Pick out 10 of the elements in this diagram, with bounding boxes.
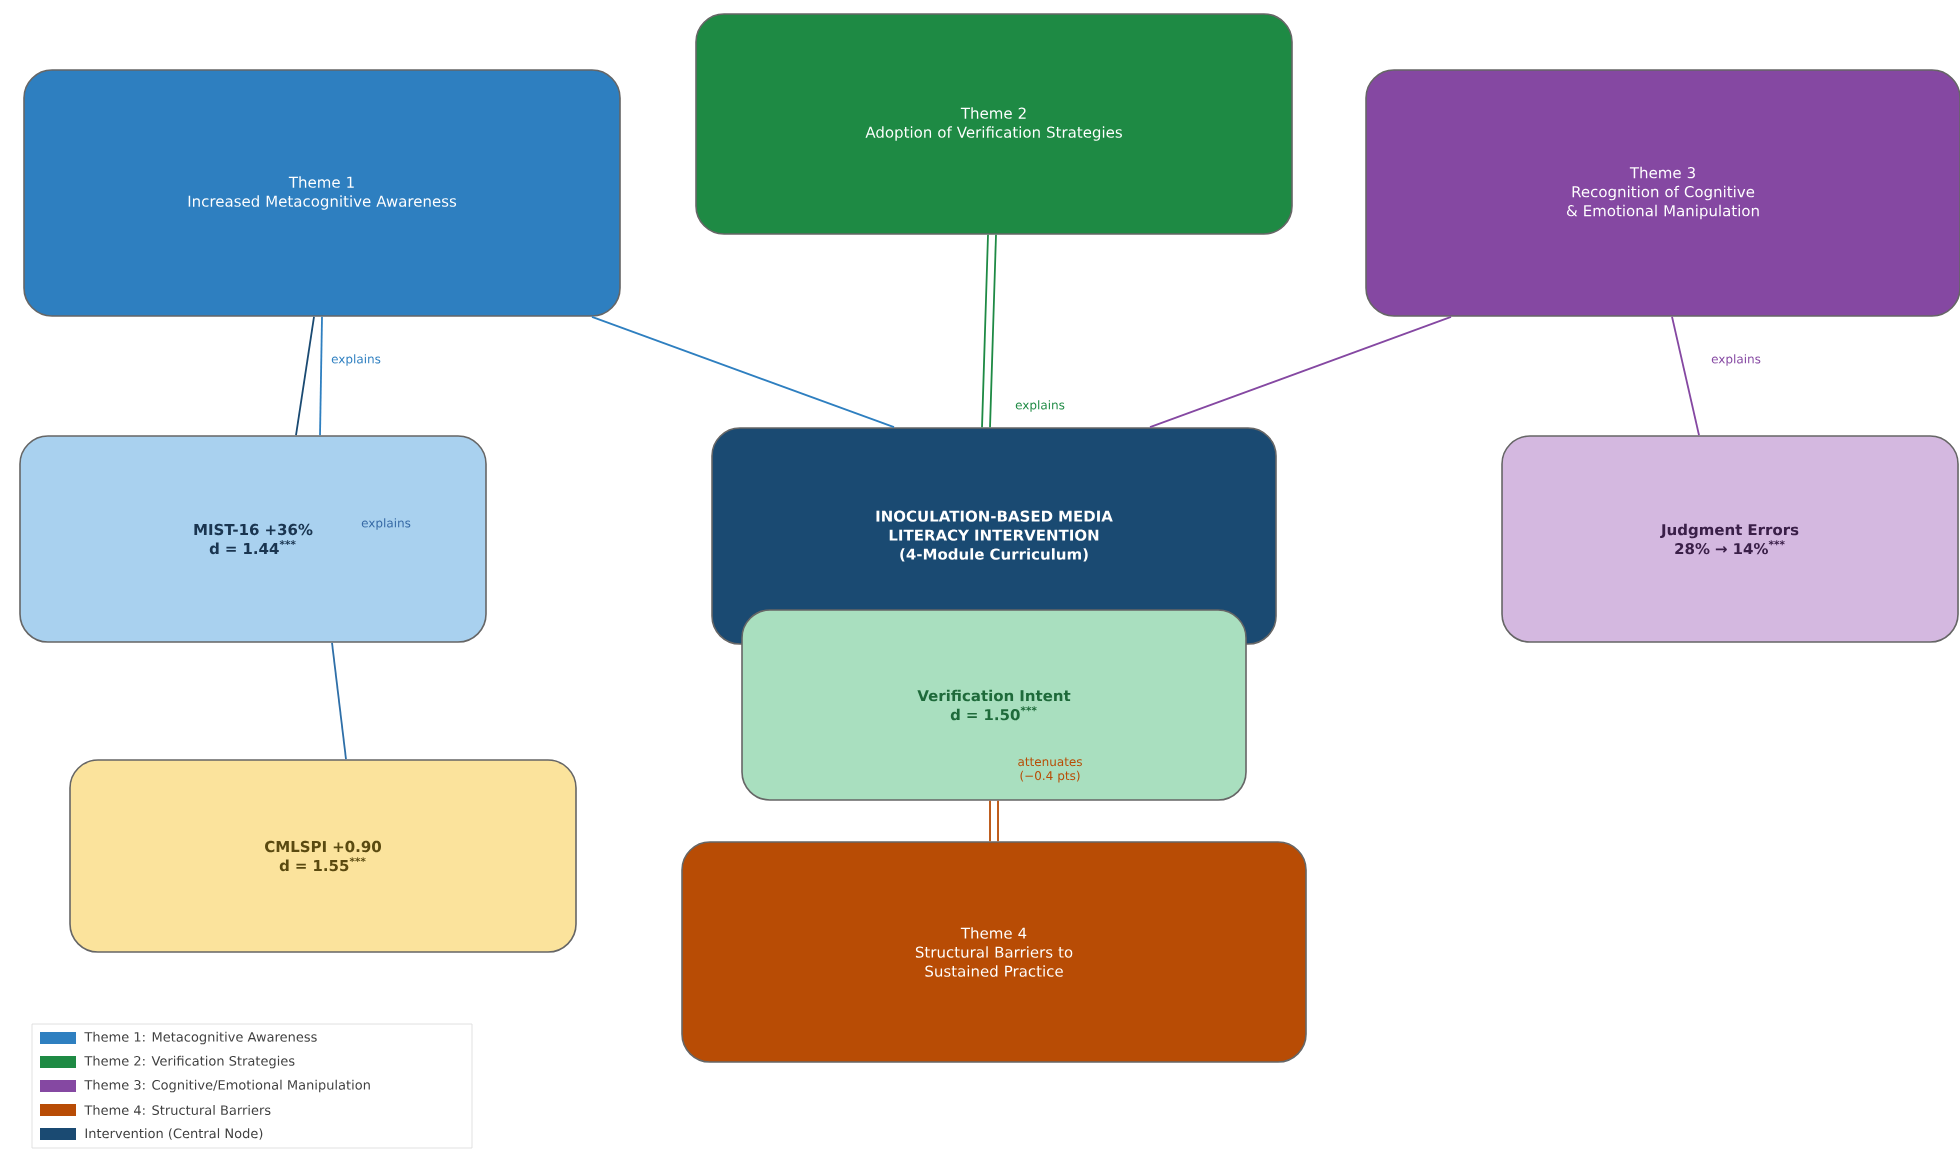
connector-line [989, 799, 991, 843]
connector-line [1149, 315, 1452, 429]
connector-line [981, 233, 989, 429]
connector-line [331, 641, 347, 761]
connector-line [997, 799, 999, 843]
connector-line [989, 233, 997, 429]
connector-line [1671, 315, 1700, 437]
connector-line [295, 315, 315, 437]
connector-line [591, 315, 895, 429]
connector-line [319, 315, 323, 437]
